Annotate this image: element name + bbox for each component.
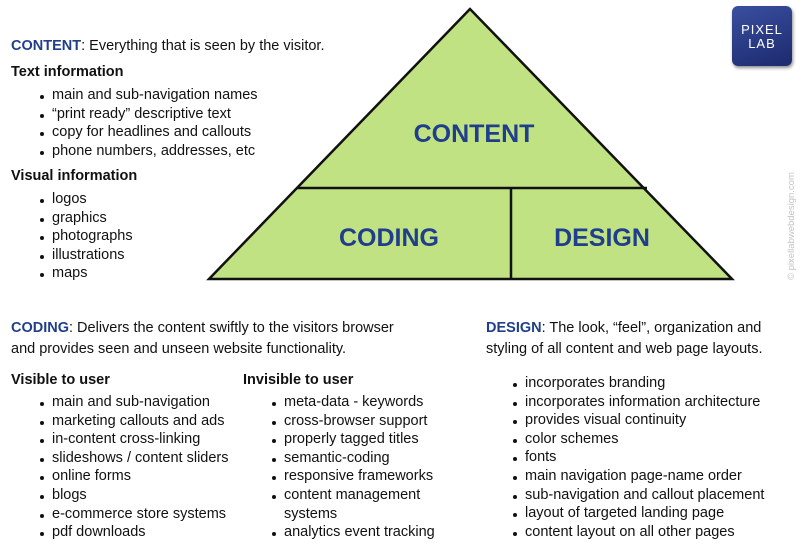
design-heading: DESIGN: The look, “feel”, organization a… xyxy=(486,318,798,360)
triangle-label-coding: CODING xyxy=(339,224,439,252)
list-item: analytics event tracking xyxy=(270,523,455,542)
list-item: in-content cross-linking xyxy=(38,430,229,449)
visible-to-user-title: Visible to user xyxy=(11,372,110,388)
list-item: incorporates branding xyxy=(511,374,764,393)
list-item: slideshows / content sliders xyxy=(38,449,229,468)
triangle-label-content: CONTENT xyxy=(414,120,535,148)
coding-description-line-1: : Delivers the content swiftly to the vi… xyxy=(69,320,394,336)
list-item: layout of targeted landing page xyxy=(511,504,764,523)
invisible-to-user-list: meta-data - keywords cross-browser suppo… xyxy=(270,393,455,542)
pixel-lab-logo: PIXEL LAB xyxy=(732,6,792,66)
list-item: graphics xyxy=(38,209,133,228)
list-item: incorporates information architecture xyxy=(511,393,764,412)
text-information-list: main and sub-navigation names “print rea… xyxy=(38,86,258,160)
list-item: content management systems xyxy=(270,486,449,523)
list-item: provides visual continuity xyxy=(511,411,764,430)
logo-line-2: LAB xyxy=(748,36,776,51)
design-description-line-1: : The look, “feel”, organization and xyxy=(541,320,762,336)
list-item: responsive frameworks xyxy=(270,467,455,486)
content-heading: CONTENT: Everything that is seen by the … xyxy=(11,37,325,55)
list-item: blogs xyxy=(38,486,229,505)
text-information-title: Text information xyxy=(11,64,124,80)
list-item: phone numbers, addresses, etc xyxy=(38,142,258,161)
list-item: e-commerce store systems xyxy=(38,505,229,524)
design-description-line-2: styling of all content and web page layo… xyxy=(486,341,763,357)
triangle-shape xyxy=(206,7,735,281)
list-item: maps xyxy=(38,264,133,283)
list-item: semantic-coding xyxy=(270,449,455,468)
list-item: main and sub-navigation names xyxy=(38,86,258,105)
list-item: marketing callouts and ads xyxy=(38,412,229,431)
copyright-watermark: © pixellabwebdesign.com xyxy=(786,140,800,280)
list-item: meta-data - keywords xyxy=(270,393,455,412)
visible-to-user-list: main and sub-navigation marketing callou… xyxy=(38,393,229,542)
watermark-text: © pixellabwebdesign.com xyxy=(786,172,797,280)
visual-information-list: logos graphics photographs illustrations… xyxy=(38,190,133,283)
list-item: sub-navigation and callout placement xyxy=(511,486,764,505)
logo-line-1: PIXEL xyxy=(741,22,783,37)
list-item: main and sub-navigation xyxy=(38,393,229,412)
list-item: main navigation page-name order xyxy=(511,467,764,486)
coding-description-line-2: and provides seen and unseen website fun… xyxy=(11,341,347,357)
list-item: illustrations xyxy=(38,246,133,265)
design-keyword: DESIGN xyxy=(486,320,542,336)
content-keyword: CONTENT xyxy=(11,38,82,54)
list-item: “print ready” descriptive text xyxy=(38,105,258,124)
list-item: pdf downloads xyxy=(38,523,229,542)
list-item: photographs xyxy=(38,227,133,246)
list-item: cross-browser support xyxy=(270,412,455,431)
triangle-label-design: DESIGN xyxy=(554,224,650,252)
list-item: logos xyxy=(38,190,133,209)
list-item: copy for headlines and callouts xyxy=(38,123,258,142)
list-item: content layout on all other pages xyxy=(511,523,764,542)
content-description: : Everything that is seen by the visitor… xyxy=(81,38,325,54)
coding-keyword: CODING xyxy=(11,320,69,336)
list-item: properly tagged titles xyxy=(270,430,455,449)
invisible-to-user-title: Invisible to user xyxy=(243,372,354,388)
coding-heading: CODING: Delivers the content swiftly to … xyxy=(11,318,461,360)
design-list: incorporates branding incorporates infor… xyxy=(511,374,764,541)
list-item: color schemes xyxy=(511,430,764,449)
list-item: fonts xyxy=(511,448,764,467)
list-item: online forms xyxy=(38,467,229,486)
visual-information-title: Visual information xyxy=(11,168,138,184)
